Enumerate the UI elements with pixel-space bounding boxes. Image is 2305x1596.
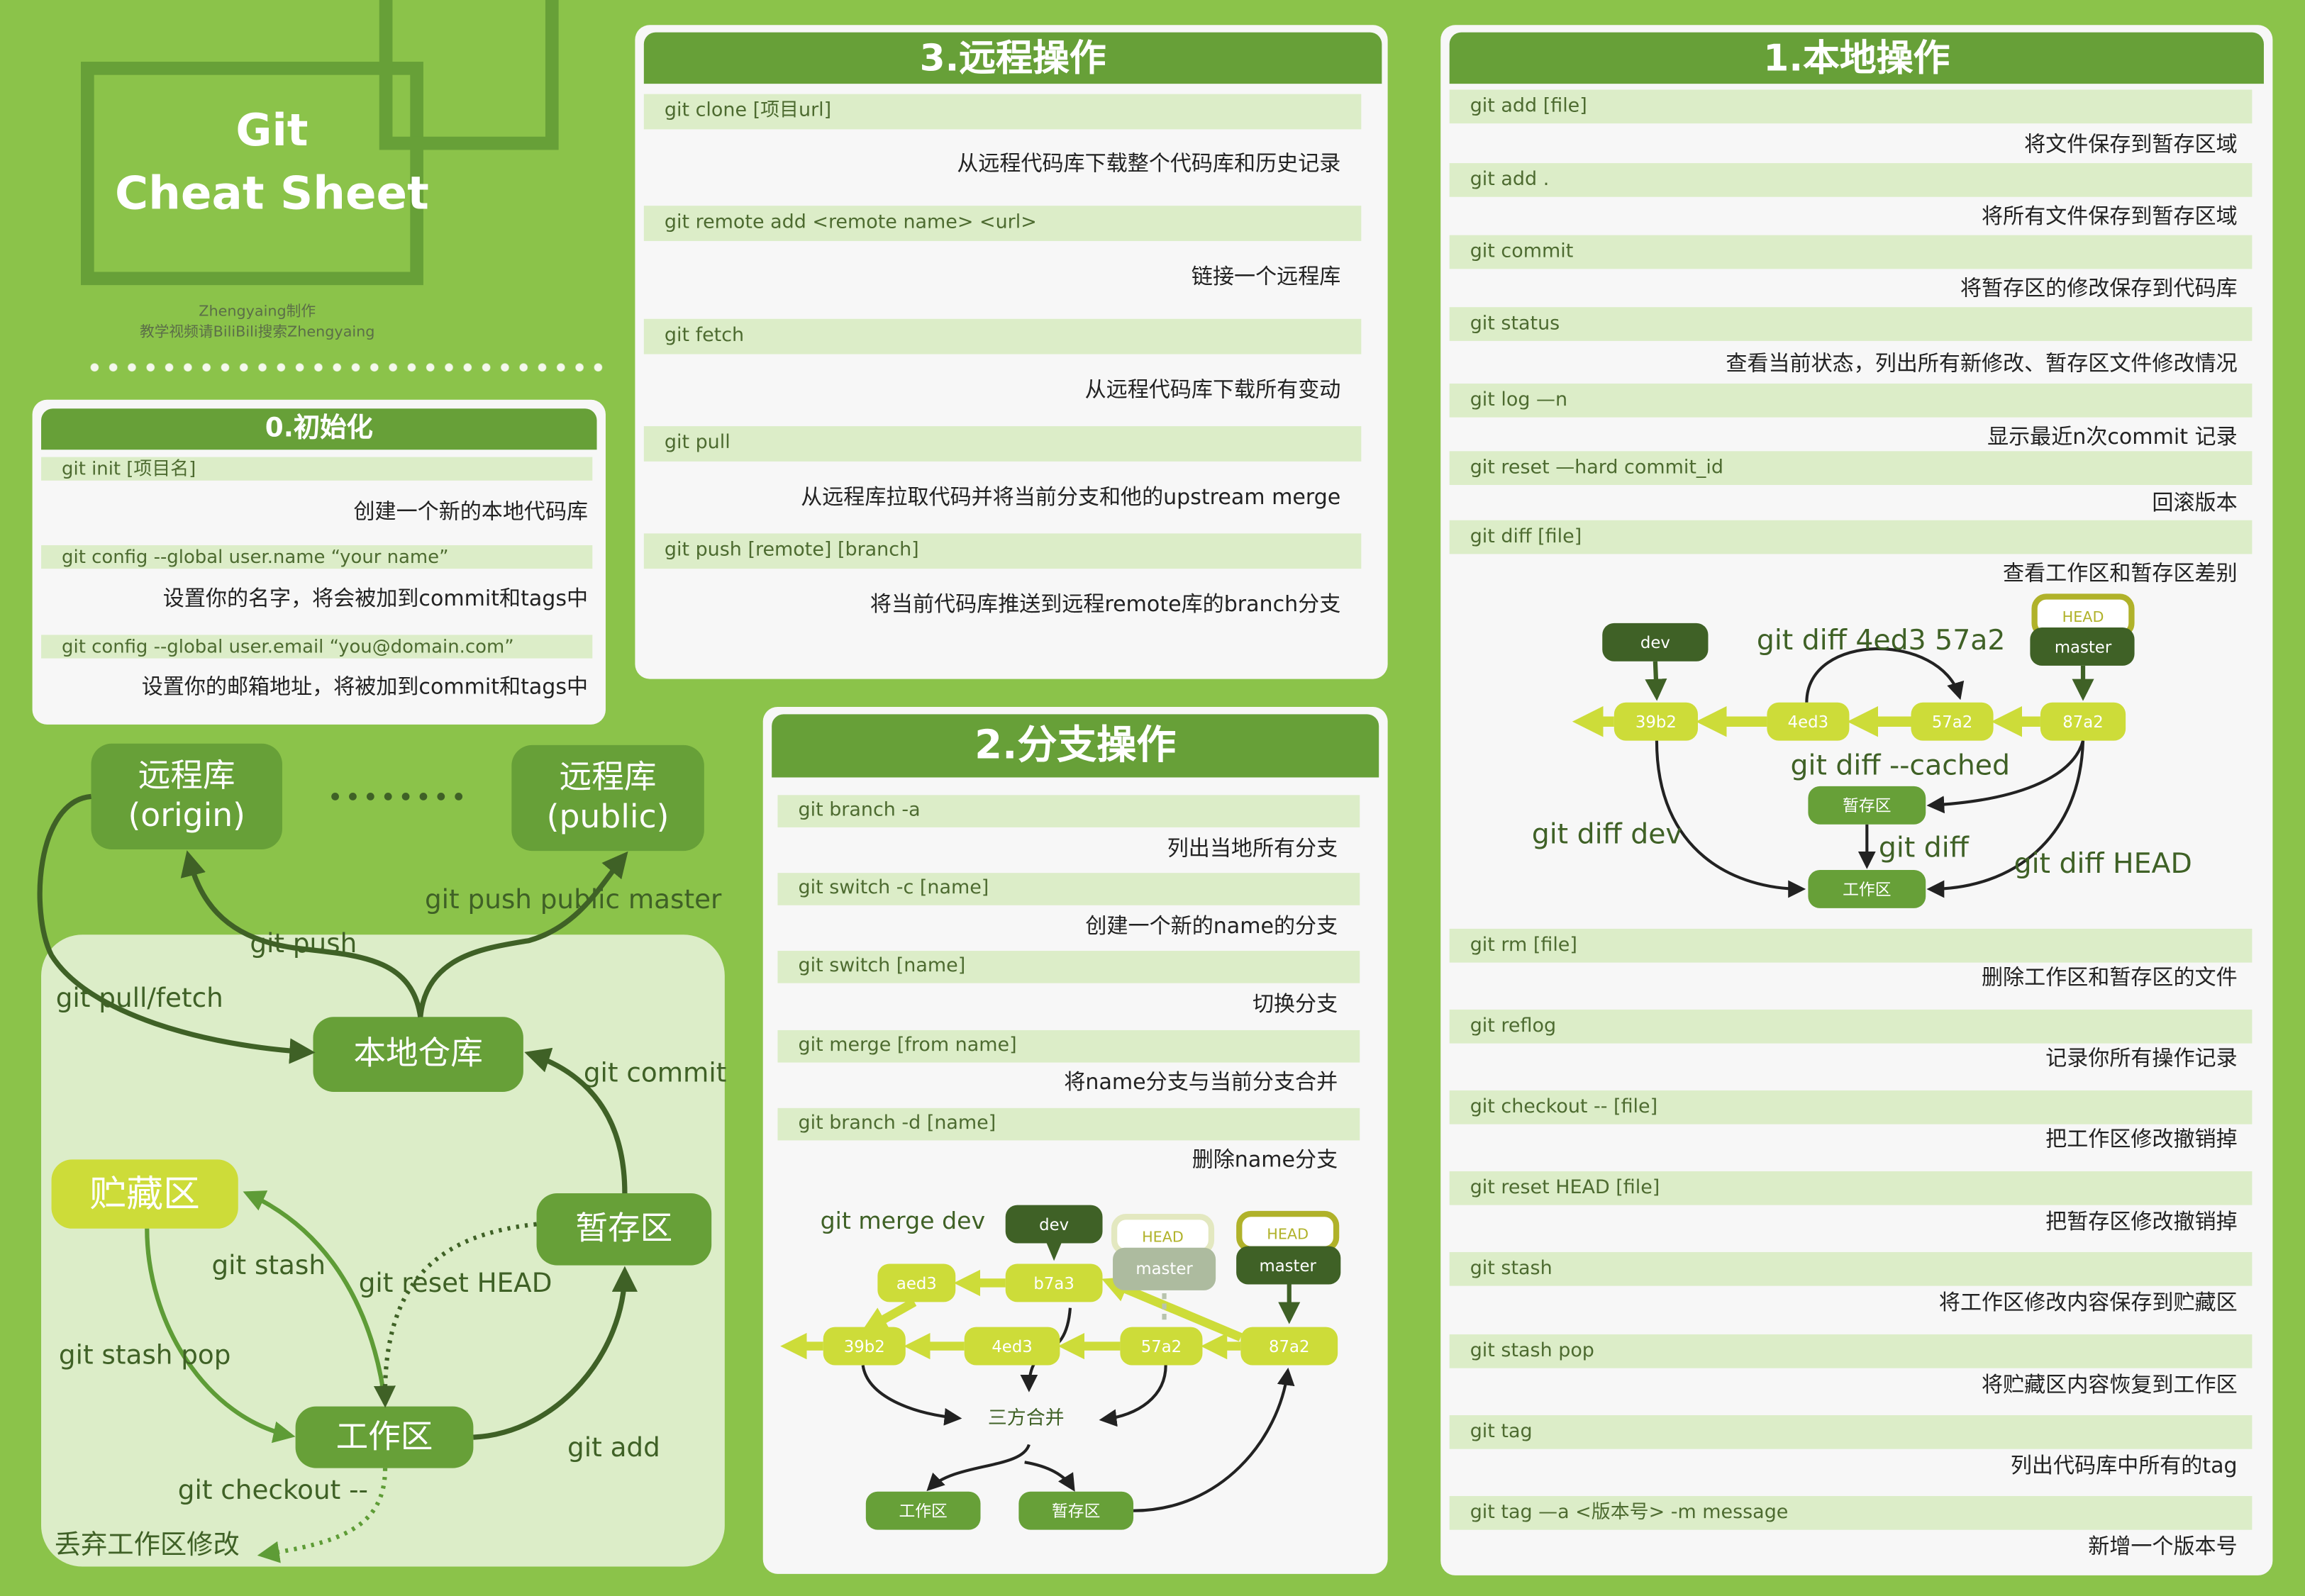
logo-frame-small — [379, 0, 559, 150]
remote-description-1: 链接一个远程库 — [1191, 266, 1341, 290]
work-node: 工作区 — [295, 1406, 474, 1468]
panel-branch-title: 2.分支操作 — [772, 714, 1379, 778]
local-description-11: 将工作区修改内容保存到贮藏区 — [1938, 1291, 2238, 1316]
local-description-2: 将暂存区的修改保存到代码库 — [1960, 277, 2238, 301]
local-description-7: 删除工作区和暂存区的文件 — [1981, 966, 2238, 990]
remote-description-3: 从远程库拉取代码并将当前分支和他的upstream merge — [801, 486, 1341, 510]
local-command-14: git tag —a <版本号> -m message — [1449, 1496, 2253, 1530]
local-description-10: 把暂存区修改撤销掉 — [2045, 1210, 2238, 1235]
panel-remote-title: 3.远程操作 — [643, 32, 1382, 84]
init-description-2: 设置你的邮箱地址，将被加到commit和tags中 — [141, 676, 589, 700]
branch-command-2: git switch [name] — [777, 951, 1360, 983]
branch-description-1: 创建一个新的name的分支 — [1085, 915, 1338, 939]
local-description-9: 把工作区修改撤销掉 — [2045, 1128, 2238, 1152]
local-description-6: 查看工作区和暂存区差别 — [2003, 562, 2238, 587]
credit-video: 教学视频请BiliBili搜索Zhengyaing — [139, 325, 375, 341]
local-command-10: git reset HEAD [file] — [1449, 1171, 2253, 1205]
branch-command-0: git branch -a — [777, 795, 1360, 827]
logo-title-cheat-sheet: Cheat Sheet — [115, 167, 429, 221]
local-description-0: 将文件保存到暂存区域 — [2024, 133, 2238, 157]
init-description-0: 创建一个新的本地代码库 — [353, 501, 589, 525]
local-command-5: git reset —hard commit_id — [1449, 451, 2253, 485]
remote-description-2: 从远程代码库下载所有变动 — [1084, 379, 1341, 403]
local-command-13: git tag — [1449, 1415, 2253, 1449]
remote-origin-node: 远程库 (origin) — [91, 743, 282, 850]
init-description-1: 设置你的名字，将会被加到commit和tags中 — [162, 588, 589, 612]
local-command-3: git status — [1449, 307, 2253, 341]
remote-command-0: git clone [项目url] — [643, 94, 1362, 130]
remote-public-node: 远程库 (public) — [511, 744, 704, 852]
local-command-11: git stash — [1449, 1251, 2253, 1286]
logo-title-git: Git — [235, 106, 309, 157]
local-description-12: 将贮藏区内容恢复到工作区 — [1981, 1373, 2238, 1398]
local-command-0: git add [file] — [1449, 89, 2253, 124]
branch-command-3: git merge [from name] — [777, 1029, 1360, 1063]
local-command-9: git checkout -- [file] — [1449, 1090, 2253, 1125]
local-description-4: 显示最近n次commit 记录 — [1987, 426, 2238, 450]
logo-frame — [80, 62, 423, 286]
init-command-1: git config --global user.name “your name… — [41, 545, 593, 569]
remote-command-2: git fetch — [643, 318, 1362, 355]
label-push-public: git push public master — [425, 883, 722, 915]
local-repo-node: 本地仓库 — [313, 1017, 523, 1093]
remote-description-4: 将当前代码库推送到远程remote库的branch分支 — [870, 593, 1341, 618]
branch-description-0: 列出当地所有分支 — [1167, 837, 1338, 861]
local-description-8: 记录你所有操作记录 — [2045, 1047, 2238, 1071]
local-command-12: git stash pop — [1449, 1334, 2253, 1368]
panel-local-title: 1.本地操作 — [1449, 32, 2264, 84]
local-command-8: git reflog — [1449, 1009, 2253, 1044]
panel-init-title: 0.初始化 — [41, 408, 597, 450]
local-command-7: git rm [file] — [1449, 928, 2253, 963]
branch-description-3: 将name分支与当前分支合并 — [1064, 1071, 1338, 1095]
init-command-2: git config --global user.email “you@doma… — [41, 635, 593, 659]
local-description-3: 查看当前状态，列出所有新修改、暂存区文件修改情况 — [1726, 352, 2238, 376]
credit-author: Zhengyaing制作 — [199, 304, 316, 320]
remote-command-1: git remote add <remote name> <url> — [643, 206, 1362, 241]
branch-command-1: git switch -c [name] — [777, 873, 1360, 905]
local-command-4: git log —n — [1449, 383, 2253, 418]
local-command-6: git diff [file] — [1449, 520, 2253, 554]
remote-command-3: git pull — [643, 426, 1362, 462]
branch-description-4: 删除name分支 — [1192, 1149, 1338, 1173]
local-command-1: git add . — [1449, 163, 2253, 197]
stash-node: 贮藏区 — [51, 1159, 238, 1229]
local-description-13: 列出代码库中所有的tag — [2010, 1454, 2238, 1479]
local-description-1: 将所有文件保存到暂存区域 — [1981, 206, 2238, 230]
remote-description-0: 从远程代码库下载整个代码库和历史记录 — [957, 152, 1341, 177]
ellipsis-dots — [331, 793, 463, 800]
init-command-0: git init [项目名] — [41, 457, 593, 481]
branch-command-4: git branch -d [name] — [777, 1107, 1360, 1141]
branch-description-2: 切换分支 — [1252, 993, 1338, 1017]
local-description-5: 回滚版本 — [2152, 492, 2238, 516]
local-description-14: 新增一个版本号 — [2088, 1535, 2238, 1560]
local-command-2: git commit — [1449, 235, 2253, 269]
stage-node: 暂存区 — [536, 1193, 712, 1266]
dotted-divider — [85, 359, 609, 375]
remote-command-4: git push [remote] [branch] — [643, 533, 1362, 569]
